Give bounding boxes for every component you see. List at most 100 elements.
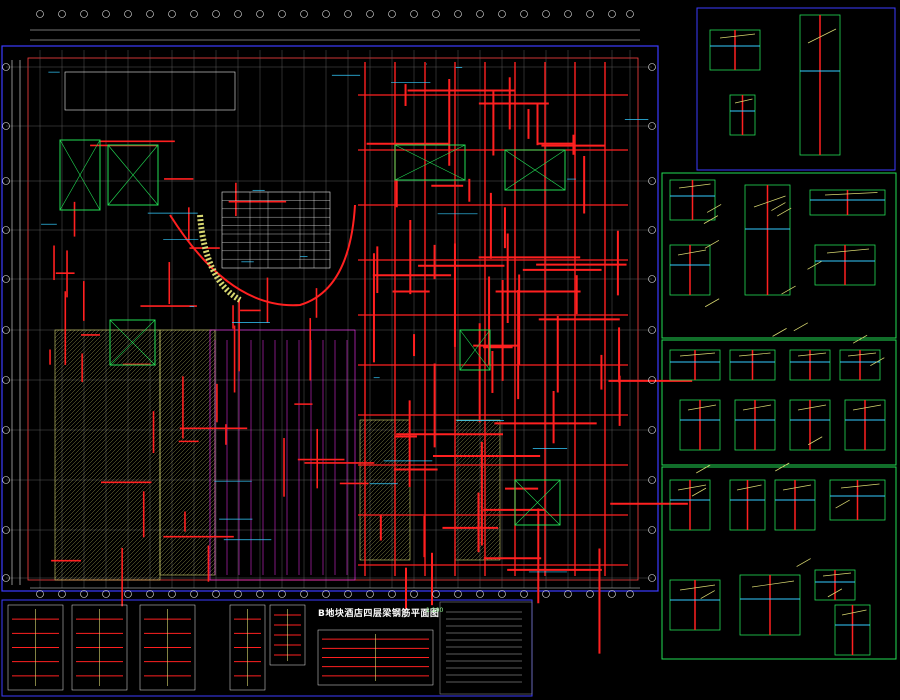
hatch-stroke bbox=[159, 329, 173, 343]
hatch-stroke bbox=[54, 440, 161, 547]
hatch-stroke bbox=[136, 556, 161, 581]
hatch-stroke bbox=[395, 545, 411, 561]
hatch-stroke bbox=[54, 329, 132, 407]
hatch-stroke bbox=[159, 378, 216, 435]
axis-bubble bbox=[648, 574, 656, 582]
axis-bubble bbox=[102, 10, 110, 18]
hatched-slab bbox=[159, 329, 216, 576]
axis-bubble bbox=[2, 476, 10, 484]
hatch-stroke bbox=[407, 557, 411, 561]
hatch-stroke bbox=[54, 380, 161, 487]
hatch-stroke bbox=[359, 419, 409, 469]
hatch-stroke bbox=[54, 352, 161, 459]
axis-bubble bbox=[2, 122, 10, 130]
bottom-section bbox=[317, 629, 434, 686]
detail-panel-4 bbox=[661, 466, 897, 660]
hatch-stroke bbox=[80, 500, 161, 581]
hatch-stroke bbox=[454, 419, 500, 465]
hatch-stroke bbox=[359, 419, 381, 441]
hatch-stroke bbox=[159, 506, 216, 563]
hatch-stroke bbox=[54, 329, 128, 403]
hatch-stroke bbox=[159, 446, 216, 503]
stair-core bbox=[107, 144, 159, 206]
hatch-stroke bbox=[159, 462, 216, 519]
hatch-stroke bbox=[375, 525, 411, 561]
hatch-stroke bbox=[454, 419, 464, 429]
leader-line bbox=[677, 484, 707, 491]
hatch-stroke bbox=[54, 329, 84, 359]
hatch-stroke bbox=[159, 358, 216, 415]
axis-bubble bbox=[2, 63, 10, 71]
hatch-stroke bbox=[159, 394, 216, 451]
hatch-stroke bbox=[159, 329, 181, 351]
hatch-stroke bbox=[454, 419, 480, 445]
detail-panel-top bbox=[696, 7, 896, 171]
hatch-stroke bbox=[112, 532, 161, 581]
leader-line bbox=[826, 248, 870, 254]
stair-core-diagonal bbox=[459, 329, 491, 371]
hatch-stroke bbox=[159, 398, 216, 455]
hatch-stroke bbox=[159, 362, 216, 419]
hatch-stroke bbox=[54, 329, 96, 371]
hatch-stroke bbox=[54, 329, 92, 367]
hatch-stroke bbox=[88, 508, 161, 581]
axis-bubble bbox=[278, 10, 286, 18]
axis-bubble bbox=[2, 275, 10, 283]
hatch-stroke bbox=[140, 560, 161, 581]
leader-line bbox=[703, 215, 719, 224]
hatch-stroke bbox=[466, 526, 501, 561]
hatch-stroke bbox=[159, 490, 216, 547]
hatch-stroke bbox=[359, 433, 411, 485]
axis-bubble bbox=[168, 10, 176, 18]
hatch-stroke bbox=[159, 426, 216, 483]
hatch-stroke bbox=[159, 502, 216, 559]
hatch-stroke bbox=[54, 329, 100, 375]
hatch-stroke bbox=[159, 370, 216, 427]
hatch-stroke bbox=[54, 384, 161, 491]
hatch-stroke bbox=[198, 558, 216, 576]
axis-bubble bbox=[454, 10, 462, 18]
hatch-stroke bbox=[359, 505, 411, 557]
stair-core-diagonal bbox=[504, 149, 566, 191]
hatch-stroke bbox=[54, 329, 144, 419]
hatch-stroke bbox=[148, 568, 161, 581]
hatch-stroke bbox=[159, 430, 216, 487]
axis-bubble bbox=[190, 10, 198, 18]
hatch-stroke bbox=[359, 419, 365, 425]
hatch-stroke bbox=[72, 492, 161, 581]
curved-stair bbox=[197, 214, 242, 303]
leader-line bbox=[719, 33, 756, 39]
leader-line bbox=[700, 590, 715, 599]
hatch-stroke bbox=[54, 388, 161, 495]
leader-line bbox=[738, 352, 771, 357]
hatch-stroke bbox=[159, 329, 201, 371]
axis-bubble bbox=[476, 10, 484, 18]
hatch-stroke bbox=[454, 454, 501, 501]
detail-panel-3 bbox=[661, 339, 897, 466]
stair-core bbox=[514, 479, 561, 526]
axis-bubbles bbox=[2, 10, 656, 598]
axis-bubble bbox=[256, 590, 264, 598]
bottom-section bbox=[269, 604, 306, 666]
notes-panel bbox=[439, 601, 533, 695]
hatch-stroke bbox=[156, 576, 161, 581]
hatch-stroke bbox=[54, 340, 161, 447]
drawing-border bbox=[1, 45, 659, 592]
hatch-stroke bbox=[359, 497, 411, 549]
axis-bubble bbox=[648, 526, 656, 534]
hatch-stroke bbox=[54, 329, 160, 435]
hatch-stroke bbox=[159, 386, 216, 443]
hatch-stroke bbox=[159, 346, 216, 403]
hatch-stroke bbox=[454, 466, 501, 513]
leader-line bbox=[782, 484, 812, 491]
hatch-stroke bbox=[54, 329, 60, 335]
hatch-stroke bbox=[159, 494, 216, 551]
leader-line bbox=[824, 192, 878, 196]
hatch-stroke bbox=[359, 419, 373, 433]
leader-line bbox=[704, 298, 720, 308]
hatch-stroke bbox=[54, 444, 161, 551]
hatch-stroke bbox=[159, 478, 216, 535]
hatch-stroke bbox=[478, 538, 501, 561]
hatch-stroke bbox=[159, 458, 216, 515]
stair-core-diagonal bbox=[107, 144, 159, 206]
